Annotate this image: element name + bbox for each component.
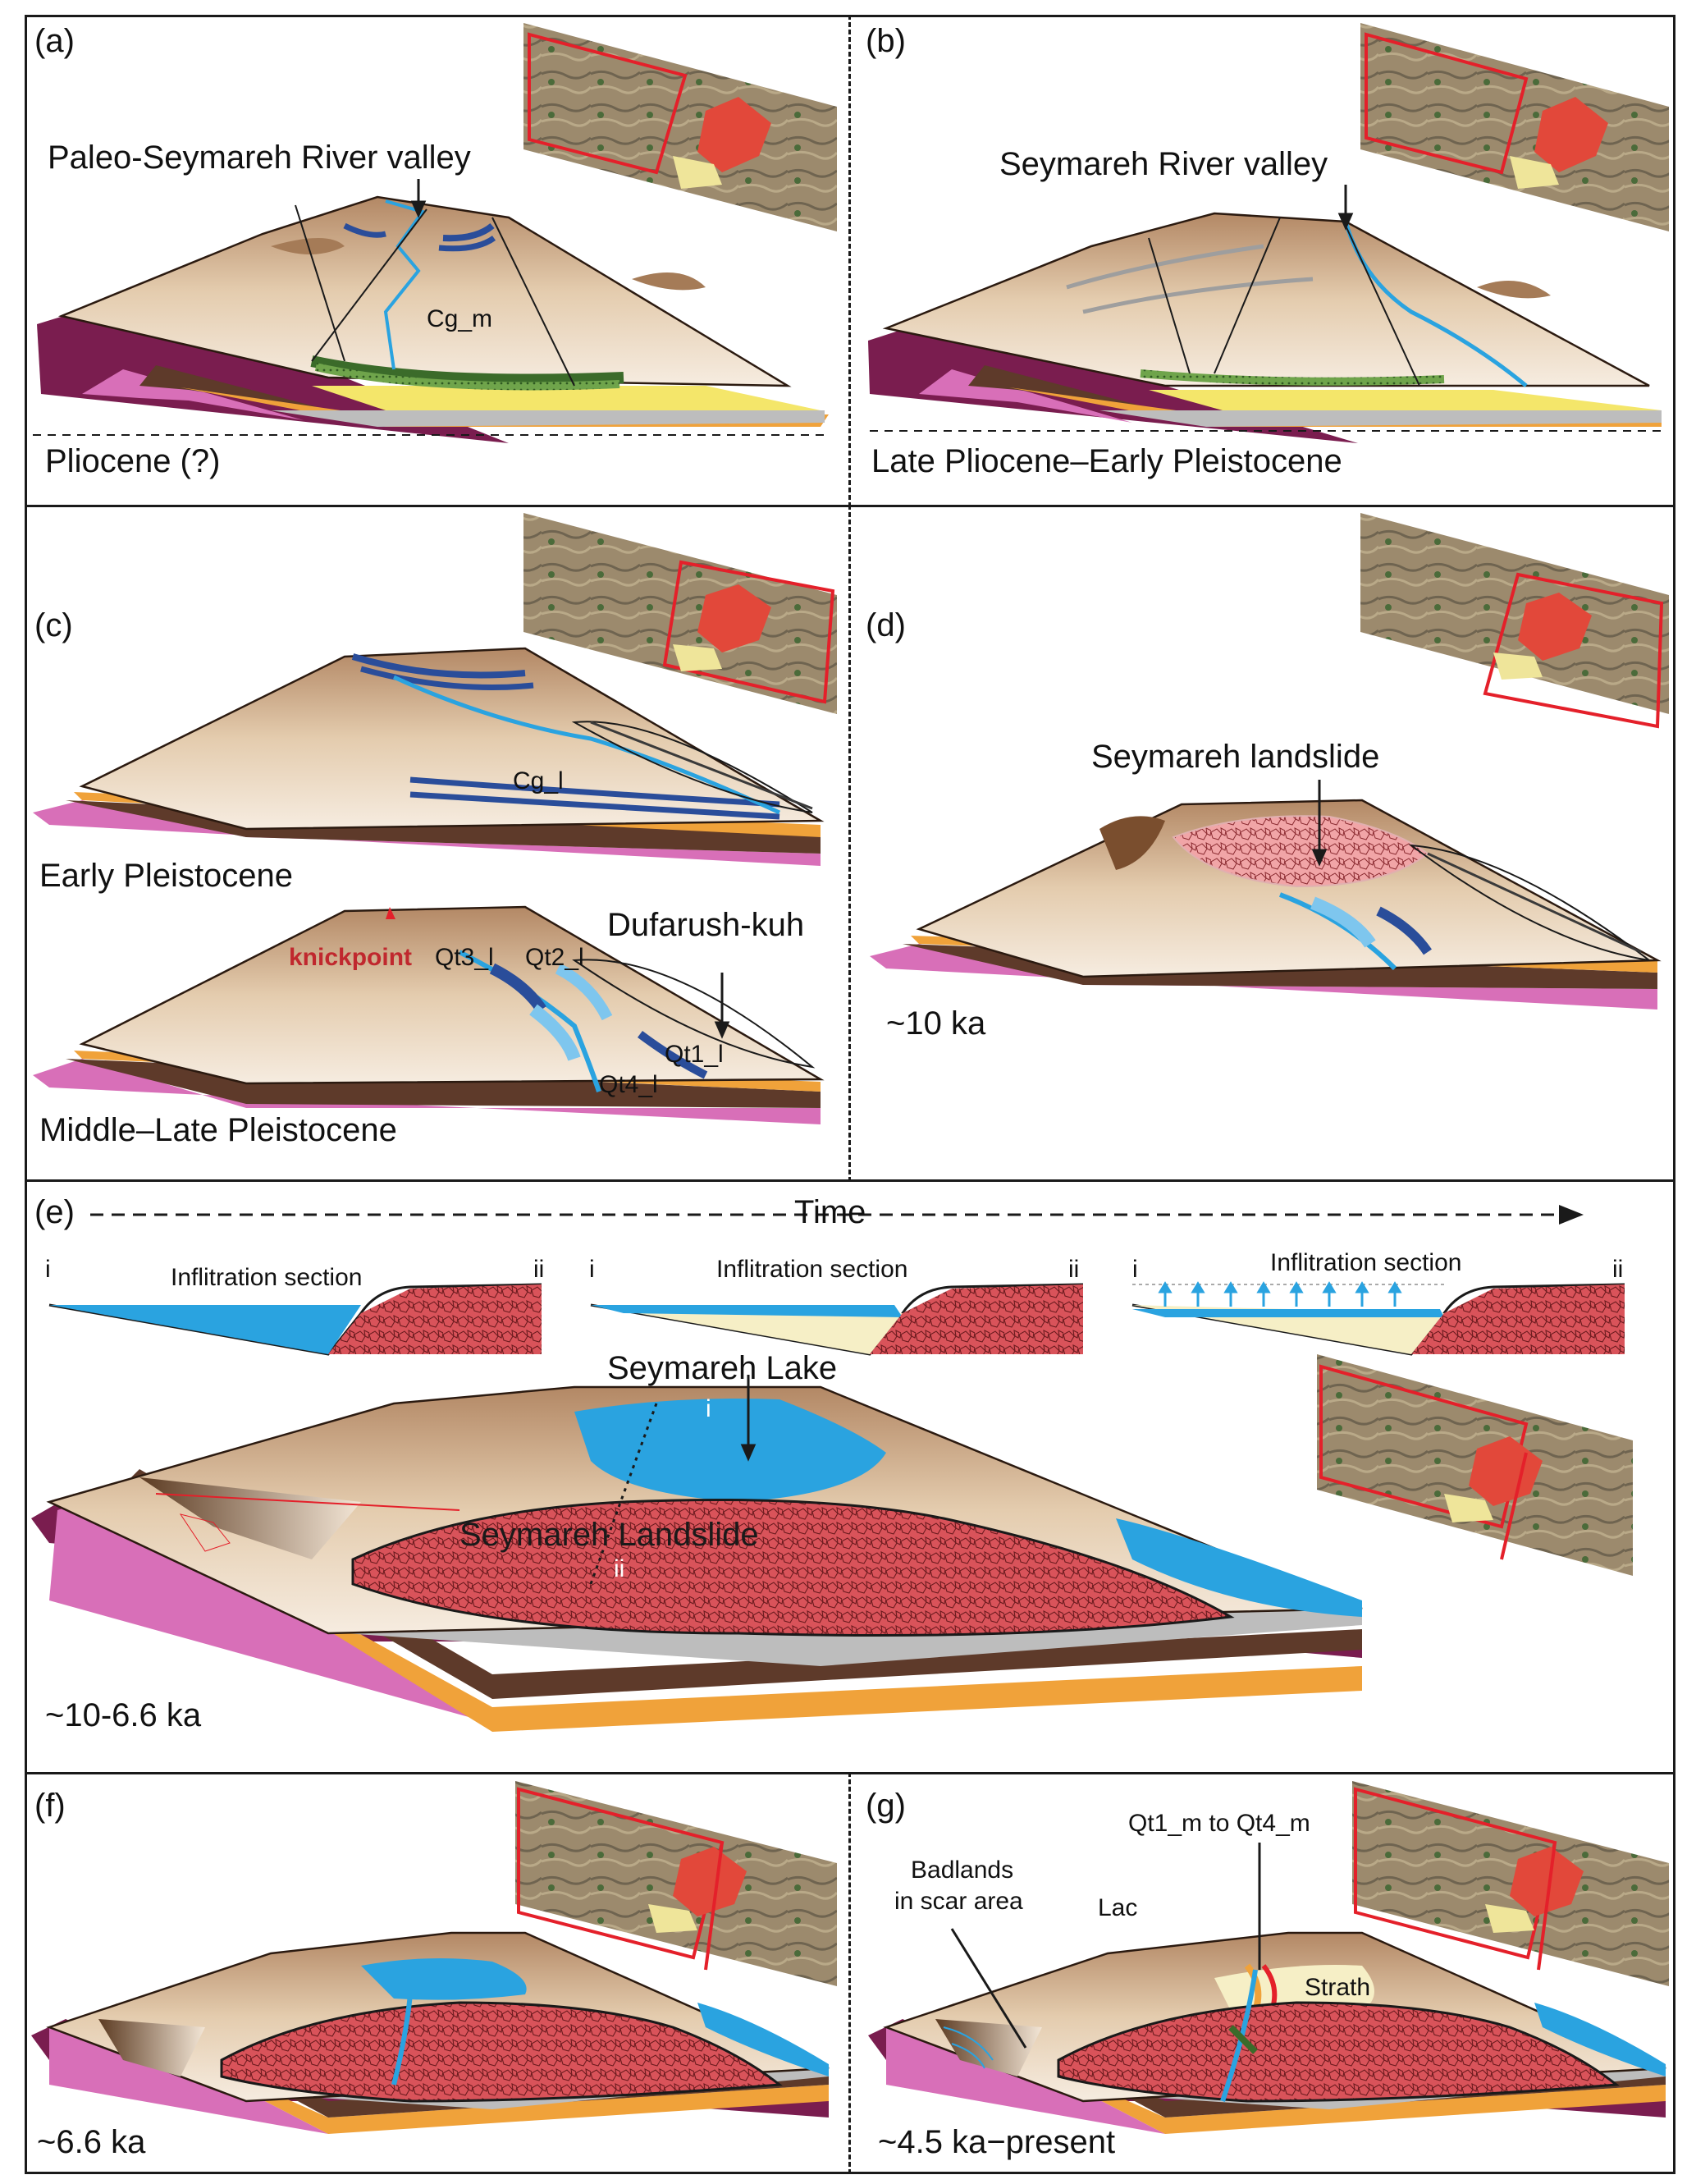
block-c-bottom xyxy=(33,905,825,1124)
section-2-end-i: i xyxy=(589,1256,595,1283)
annotation-arrows xyxy=(410,179,1354,2049)
label-seymareh-landslide-d: Seymareh landslide xyxy=(1091,739,1380,775)
label-lac: Lac xyxy=(1098,1894,1138,1921)
label-knickpoint: knickpoint xyxy=(289,944,413,971)
inset-b xyxy=(1360,23,1669,231)
label-qt1-l: Qt1_l xyxy=(665,1041,724,1068)
label-badlands: Badlands xyxy=(911,1857,1014,1884)
label-lake-point-i: i xyxy=(706,1395,711,1422)
label-seymareh-valley: Seymareh River valley xyxy=(999,146,1328,182)
divider-ab xyxy=(848,15,851,507)
label-dufarush-kuh: Dufarush-kuh xyxy=(607,907,805,943)
inset-d xyxy=(1360,513,1669,729)
divider-fg xyxy=(848,1772,851,2174)
block-a xyxy=(33,195,829,443)
label-qt2-l: Qt2_l xyxy=(525,944,584,971)
panel-label-c: (c) xyxy=(34,607,73,643)
inset-f xyxy=(515,1781,837,1986)
section-3-infiltration: Inflitration section xyxy=(1270,1249,1462,1276)
label-strath: Strath xyxy=(1305,1974,1371,2001)
label-landslide-point-ii: ii xyxy=(614,1555,625,1582)
inset-g xyxy=(1352,1781,1669,1986)
label-time: Time xyxy=(794,1194,866,1230)
block-f xyxy=(31,1931,830,2134)
section-2-end-ii: ii xyxy=(1068,1256,1080,1283)
inset-c xyxy=(523,513,837,714)
caption-c-bottom: Middle–Late Pleistocene xyxy=(39,1112,397,1148)
label-qt-m-terraces: Qt1_m to Qt4_m xyxy=(1128,1810,1310,1837)
caption-f: ~6.6 ka xyxy=(37,2124,146,2160)
section-1-end-i: i xyxy=(45,1256,51,1283)
caption-d: ~10 ka xyxy=(886,1005,986,1042)
block-e xyxy=(31,1385,1363,1732)
caption-a: Pliocene (?) xyxy=(45,443,221,479)
inset-a xyxy=(523,23,837,231)
section-3-end-i: i xyxy=(1132,1256,1138,1283)
panel-label-g: (g) xyxy=(866,1788,906,1824)
label-seymareh-landslide-e: Seymareh Landslide xyxy=(459,1517,759,1553)
section-2-infiltration: Inflitration section xyxy=(716,1256,908,1283)
block-d xyxy=(870,799,1662,1010)
caption-e: ~10-6.6 ka xyxy=(45,1697,202,1733)
label-badlands-scar: in scar area xyxy=(894,1888,1023,1915)
inset-e xyxy=(1317,1354,1633,1576)
panel-label-f: (f) xyxy=(34,1788,66,1824)
label-cg-l: Cg_l xyxy=(513,767,564,794)
panel-label-a: (a) xyxy=(34,23,75,59)
caption-b: Late Pliocene–Early Pleistocene xyxy=(871,443,1342,479)
block-b xyxy=(868,212,1662,443)
sections-e xyxy=(48,1205,1625,1356)
section-1-end-ii: ii xyxy=(533,1256,545,1283)
label-cg-m: Cg_m xyxy=(427,305,493,332)
section-3-end-ii: ii xyxy=(1612,1256,1624,1283)
block-c-top xyxy=(33,647,825,866)
label-qt4-l: Qt4_l xyxy=(599,1071,658,1098)
section-1-infiltration: Inflitration section xyxy=(171,1264,363,1291)
panel-label-b: (b) xyxy=(866,23,906,59)
label-qt3-l: Qt3_l xyxy=(435,944,494,971)
caption-c-top: Early Pleistocene xyxy=(39,858,294,894)
panel-label-d: (d) xyxy=(866,607,906,643)
divider-cd xyxy=(848,505,851,1182)
label-seymareh-lake: Seymareh Lake xyxy=(607,1350,838,1386)
panel-label-e: (e) xyxy=(34,1194,75,1230)
caption-g: ~4.5 ka−present xyxy=(878,2124,1116,2160)
label-paleo-seymareh-valley: Paleo-Seymareh River valley xyxy=(48,140,471,176)
block-g xyxy=(868,1931,1666,2134)
